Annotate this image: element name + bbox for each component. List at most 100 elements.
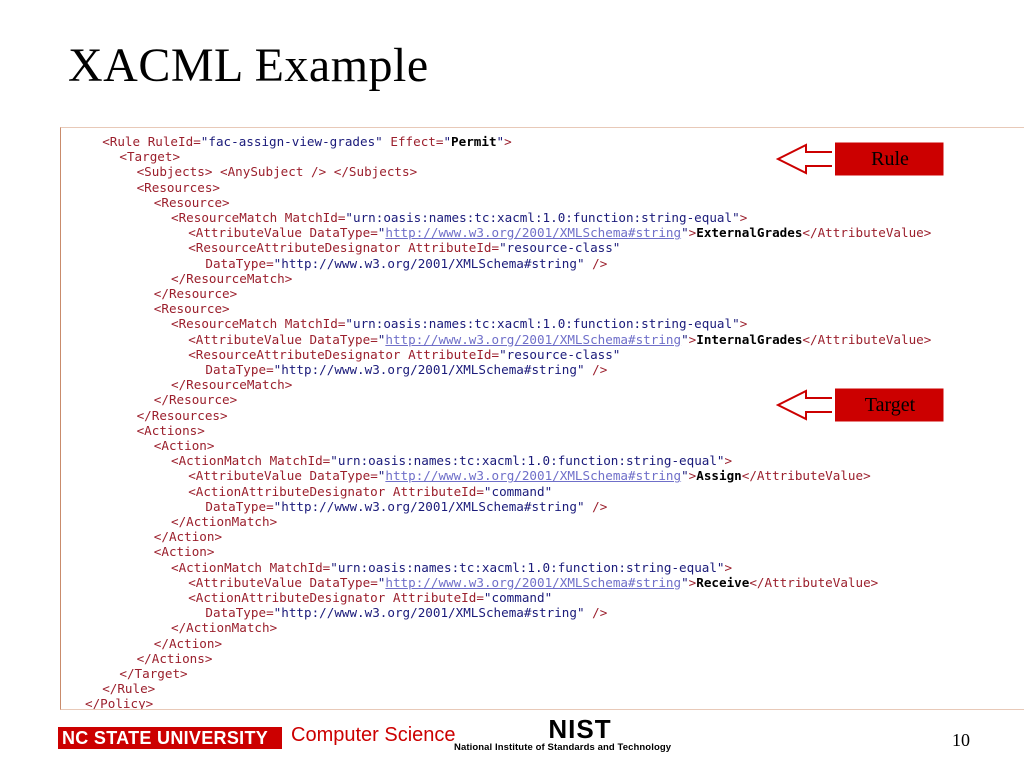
code-token: DataType — [205, 362, 267, 377]
code-token: </Action> — [153, 529, 223, 545]
code-line: </Resources> — [137, 408, 228, 423]
code-token: " — [681, 331, 689, 347]
code-token: = — [322, 559, 331, 575]
code-token: > — [504, 134, 512, 149]
code-token: InternalGrades — [696, 331, 803, 347]
code-line: </Policy> — [85, 696, 153, 709]
code-token: AttributeId — [408, 346, 492, 362]
code-line: </ResourceMatch> — [171, 377, 292, 392]
code-line: <Action> — [154, 438, 215, 453]
code-token: = — [266, 362, 274, 377]
code-token: </Resources> — [136, 407, 228, 423]
code-line: <ResourceAttributeDesignator AttributeId… — [188, 347, 620, 362]
page-number: 10 — [952, 730, 970, 750]
code-token: "http://www.w3.org/2001/XMLSchema#string… — [273, 498, 585, 514]
code-token: DataType — [309, 574, 371, 590]
rule-callout: Rule — [776, 141, 946, 177]
code-line: DataType="http://www.w3.org/2001/XMLSche… — [205, 605, 607, 620]
nist-mark: NIST — [548, 714, 612, 744]
rule-callout-label: Rule — [871, 148, 909, 170]
arrow-left-icon — [776, 141, 945, 177]
code-line: </Resource> — [154, 286, 237, 301]
code-token: AttributeId — [408, 240, 492, 256]
code-line: <Target> — [119, 149, 180, 164]
code-token: = — [370, 574, 378, 590]
code-token: Effect — [390, 134, 436, 149]
code-link[interactable]: http://www.w3.org/2001/XMLSchema#string — [385, 225, 682, 241]
code-link[interactable]: http://www.w3.org/2001/XMLSchema#string — [385, 574, 682, 590]
code-token: = — [266, 255, 274, 271]
code-token: <Subjects> — [136, 164, 213, 180]
slide-title: XACML Example — [68, 39, 429, 92]
code-token — [326, 164, 334, 179]
code-token: DataType — [205, 605, 267, 621]
code-line: <AttributeValue DataType="http://www.w3.… — [188, 468, 870, 483]
ncsu-logo: NC STATE UNIVERSITY — [58, 727, 282, 749]
code-token: > — [688, 225, 697, 241]
code-token: </ActionMatch> — [171, 620, 278, 636]
code-token: "urn:oasis:names:tc:xacml:1.0:function:s… — [330, 453, 725, 469]
code-line: </ResourceMatch> — [171, 271, 292, 286]
code-token: > — [724, 559, 733, 575]
code-line: <Resources> — [137, 180, 220, 195]
code-token: ExternalGrades — [696, 225, 803, 241]
code-line: <ResourceMatch MatchId="urn:oasis:names:… — [171, 316, 747, 331]
code-token: <Actions> — [136, 422, 205, 438]
nist-logo: NIST National Institute of Standards and… — [454, 716, 706, 756]
code-token: <ResourceMatch — [171, 316, 285, 332]
code-token: = — [476, 483, 484, 499]
code-line: DataType="http://www.w3.org/2001/XMLSche… — [205, 362, 607, 377]
code-token: /> — [584, 362, 608, 377]
code-token: <ResourceAttributeDesignator — [188, 240, 409, 256]
code-token: <Resource> — [153, 301, 230, 317]
code-token: <ActionAttributeDesignator — [188, 590, 393, 605]
code-token: Assign — [696, 468, 742, 484]
code-line: </ActionMatch> — [171, 514, 277, 529]
code-token: "fac-assign-view-grades" — [200, 134, 383, 149]
code-token: </Resource> — [153, 286, 238, 301]
code-line: </Target> — [119, 666, 187, 681]
code-token: DataType — [309, 468, 371, 484]
code-token: MatchId — [269, 559, 323, 575]
code-token: = — [370, 225, 378, 241]
code-line: <Resource> — [154, 195, 230, 210]
code-token: <AnySubject /> — [220, 164, 327, 180]
code-token: </Resource> — [153, 392, 238, 408]
code-line: <AttributeValue DataType="http://www.w3.… — [188, 225, 931, 240]
code-token: DataType — [205, 498, 267, 514]
code-line: <ResourceAttributeDesignator AttributeId… — [188, 240, 620, 255]
code-link[interactable]: http://www.w3.org/2001/XMLSchema#string — [385, 331, 682, 347]
code-line: DataType="http://www.w3.org/2001/XMLSche… — [205, 499, 607, 514]
code-token: "http://www.w3.org/2001/XMLSchema#string… — [273, 255, 585, 271]
code-token: " — [377, 331, 386, 347]
code-token: = — [370, 468, 378, 484]
code-link[interactable]: http://www.w3.org/2001/XMLSchema#string — [385, 468, 682, 484]
code-token: </Target> — [119, 666, 188, 681]
code-token: = — [193, 134, 201, 149]
code-token: Receive — [696, 574, 750, 590]
code-token: <Resource> — [153, 194, 230, 210]
code-token: </Rule> — [102, 681, 156, 697]
code-token: <ActionAttributeDesignator — [188, 483, 393, 499]
target-callout: Target — [776, 387, 946, 423]
code-token: <ActionMatch — [171, 453, 270, 469]
code-line: <Action> — [154, 544, 215, 559]
code-token — [212, 164, 220, 179]
code-token: <AttributeValue — [188, 574, 310, 590]
code-token: = — [435, 134, 444, 149]
code-token: <AttributeValue — [188, 468, 310, 484]
code-line: <ResourceMatch MatchId="urn:oasis:names:… — [171, 210, 747, 225]
code-token: Permit — [451, 134, 497, 149]
code-token: " — [377, 468, 386, 484]
code-token: "command" — [483, 590, 553, 605]
code-token: "resource-class" — [499, 240, 621, 256]
code-token: DataType — [205, 255, 267, 271]
code-token: </ActionMatch> — [171, 514, 278, 529]
code-token: /> — [584, 498, 608, 514]
code-token: " — [377, 225, 386, 241]
code-token: </Action> — [153, 635, 223, 651]
code-token: AttributeId — [392, 483, 477, 499]
code-token: DataType — [309, 331, 371, 347]
code-token: <Action> — [153, 438, 215, 453]
code-line: <ActionAttributeDesignator AttributeId="… — [188, 590, 552, 605]
